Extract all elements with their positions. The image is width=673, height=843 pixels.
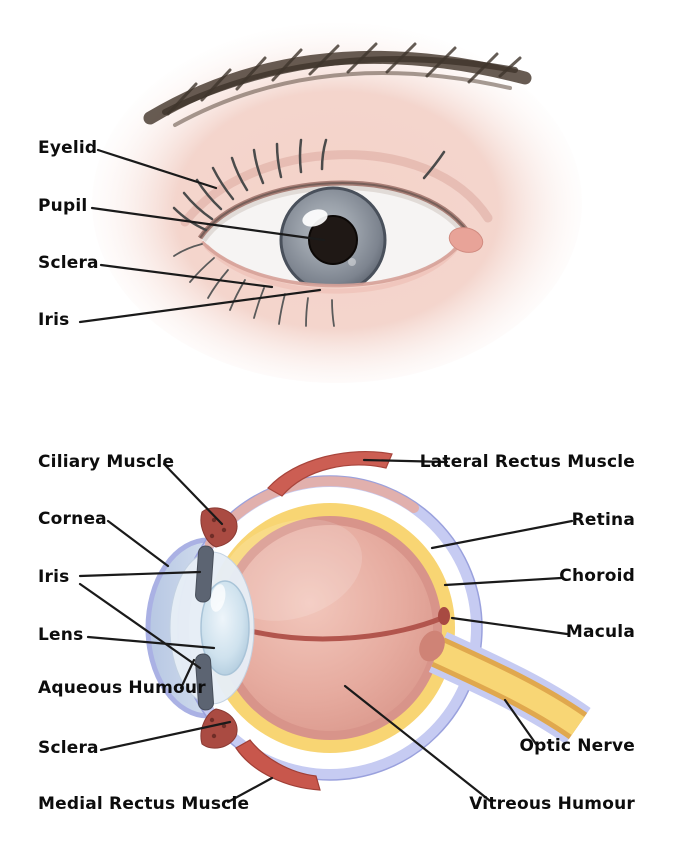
vitreous-interior [227,525,433,731]
leader-lines [78,148,574,804]
upper-eyelashes [172,138,446,232]
label-iris-external: Iris [38,310,70,330]
label-iris: Iris [38,567,70,587]
optic-nerve [428,631,591,745]
label-sclera: Sclera [38,738,99,758]
upper-lashline [199,182,469,239]
label-pupil: Pupil [38,196,88,216]
eyebrow [143,42,532,127]
ciliary-muscles [200,507,238,749]
macula-spot [438,607,450,625]
visual-axis-line [243,615,445,642]
label-aqueous-humour: Aqueous Humour [38,678,206,698]
eye-glint [348,258,356,266]
label-sclera-external: Sclera [38,253,99,273]
lens-highlight [210,584,226,612]
cross-section-illustration [145,451,591,791]
label-macula: Macula [565,622,635,642]
medial-rectus-muscle [235,739,321,791]
label-optic-nerve: Optic Nerve [519,736,635,756]
label-ciliary-muscle: Ciliary Muscle [38,452,175,472]
eyelid-crease [180,150,493,227]
lower-lid-margin [200,235,468,288]
label-cornea: Cornea [38,509,107,529]
label-vitreous-humour: Vitreous Humour [469,794,635,814]
label-choroid: Choroid [559,566,635,586]
external-eye-illustration [92,23,582,383]
caruncle [448,227,484,253]
pupil [308,215,358,265]
label-medial-rectus-muscle: Medial Rectus Muscle [38,794,250,814]
label-retina: Retina [571,510,635,530]
eye-highlight [302,209,328,227]
label-lateral-rectus-muscle: Lateral Rectus Muscle [419,452,635,472]
optic-disc-junction [419,630,445,662]
label-lens: Lens [38,625,84,645]
label-eyelid: Eyelid [38,138,98,158]
interior-highlight [221,519,363,621]
